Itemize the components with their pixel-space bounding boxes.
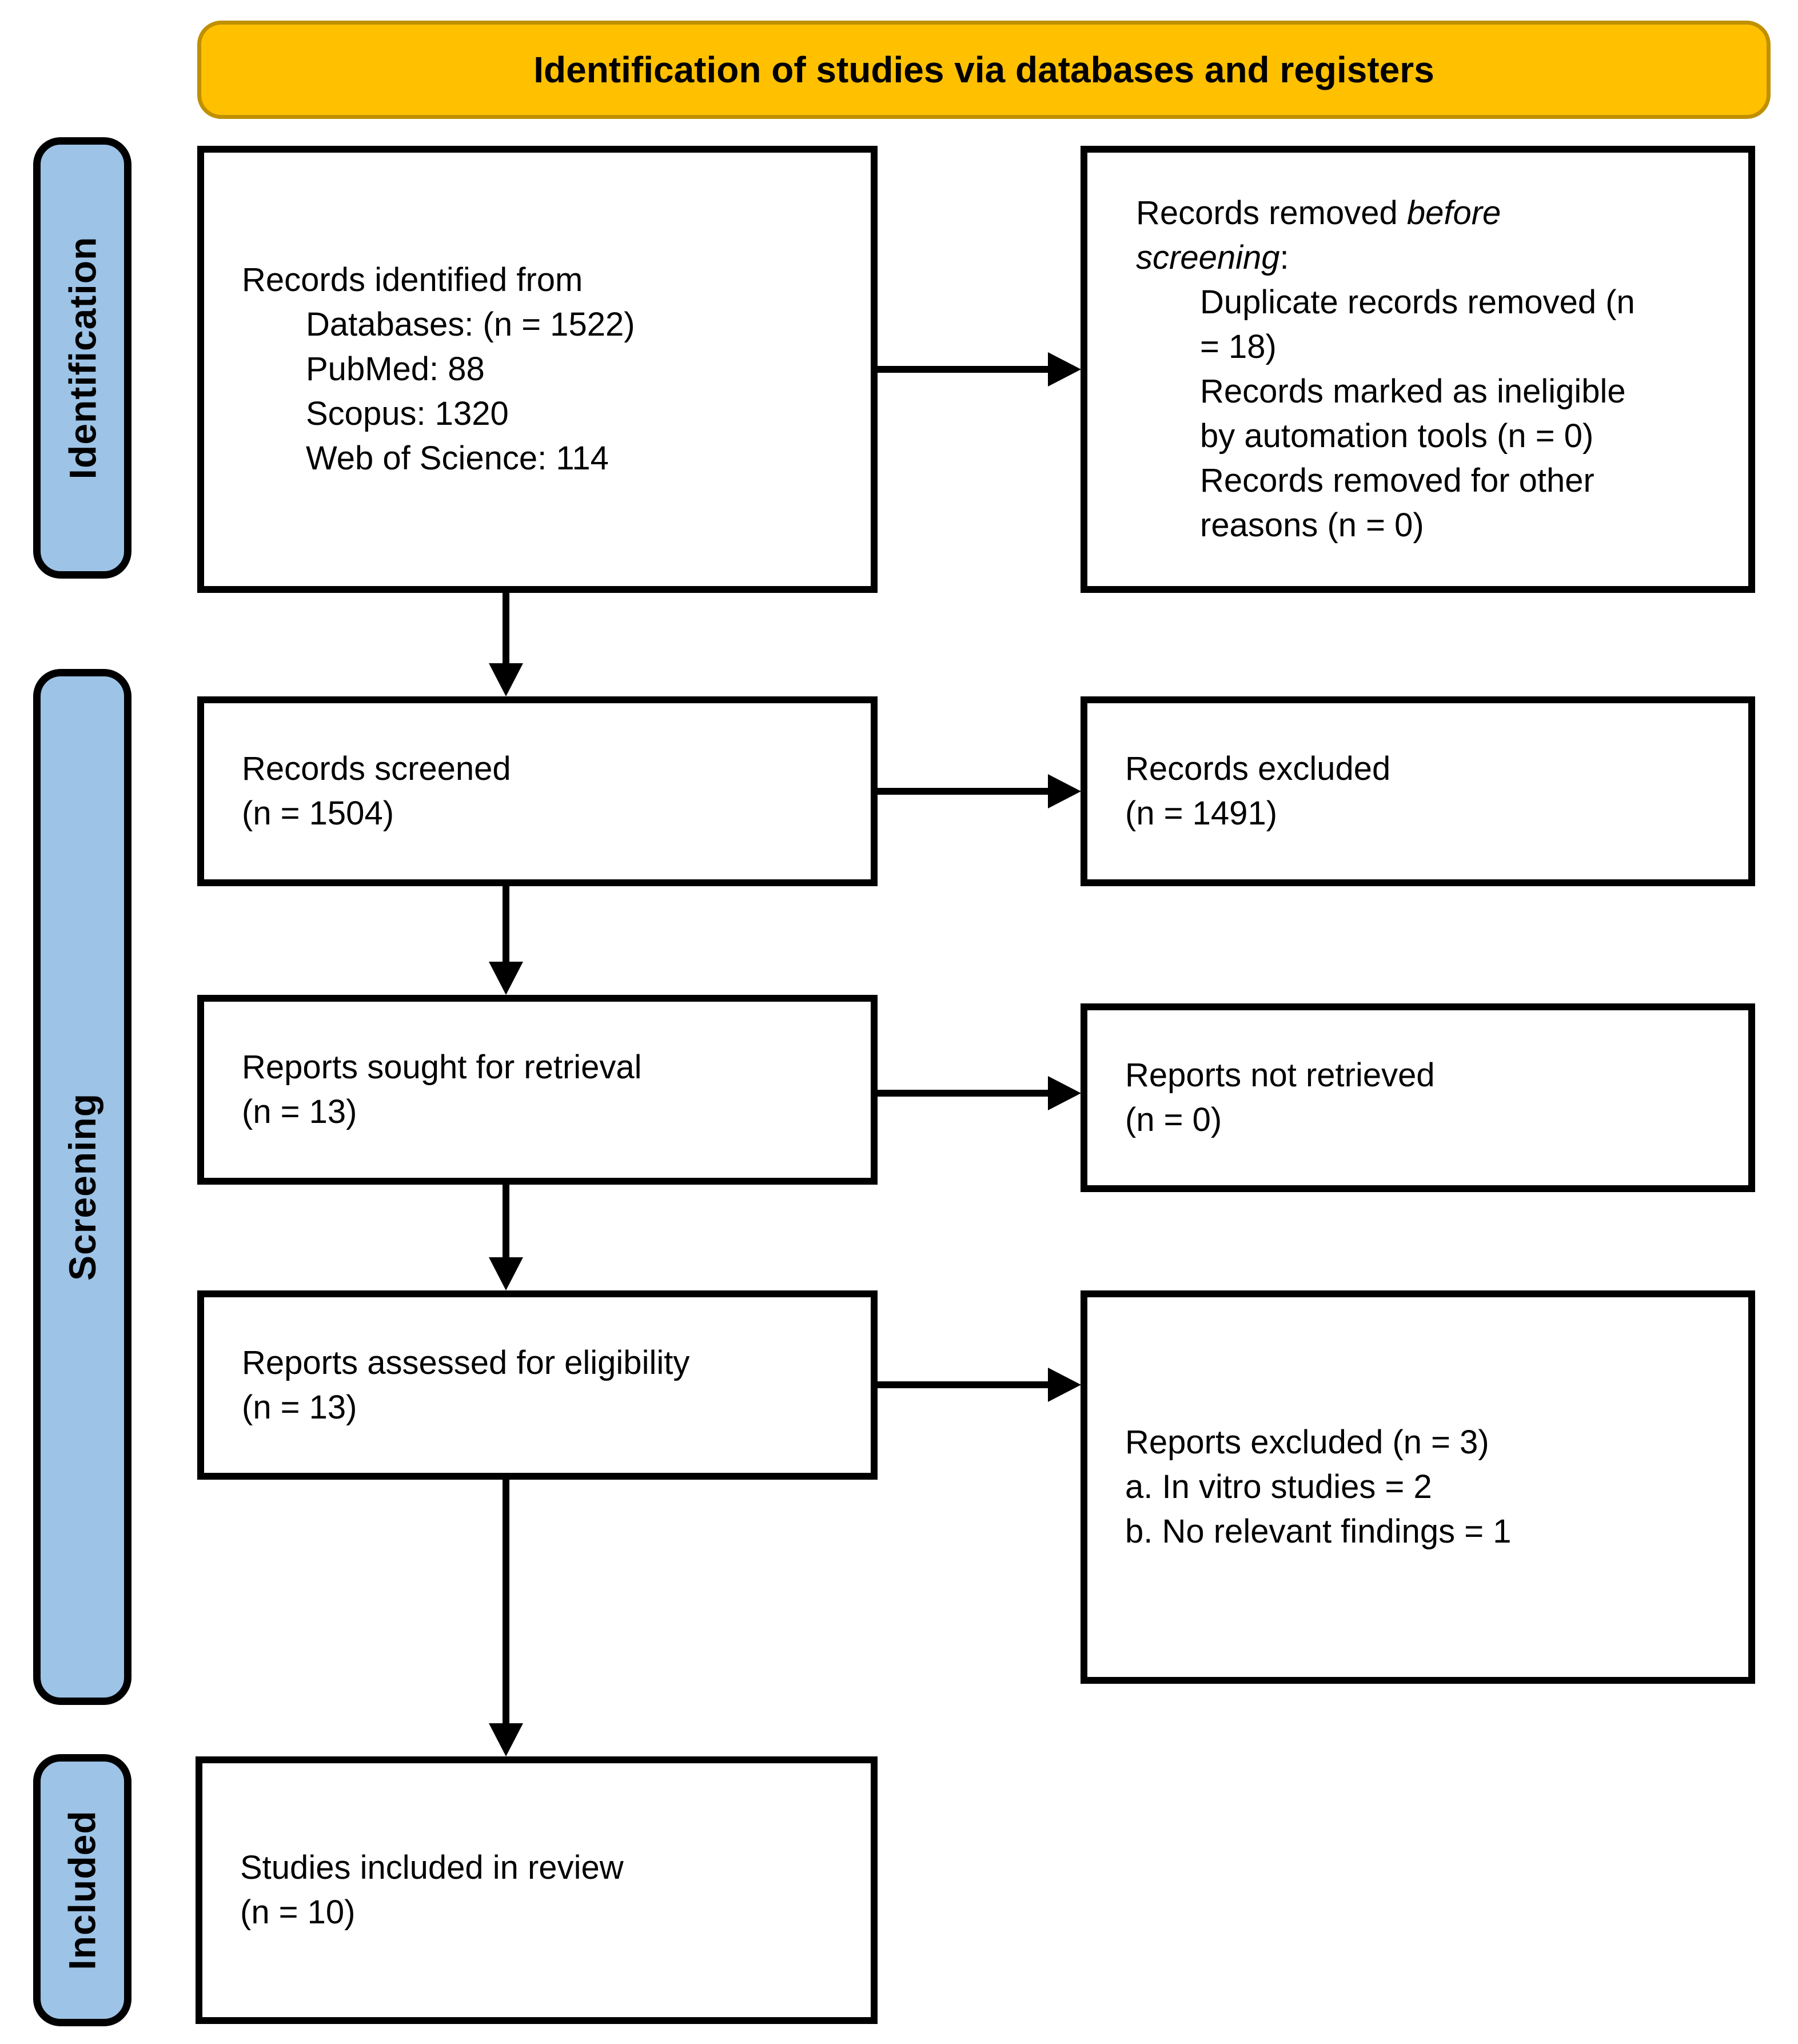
records-excluded-label: Records excluded xyxy=(1125,750,1391,787)
records-removed-other-1: Records removed for other xyxy=(1200,462,1594,499)
studies-included-count: (n = 10) xyxy=(240,1894,356,1931)
records-removed-italic-before: before xyxy=(1406,194,1501,232)
arrow-sought-to-not-retrieved-head xyxy=(1048,1076,1081,1110)
arrow-assessed-to-included-shaft xyxy=(503,1480,509,1724)
banner-title: Identification of studies via databases … xyxy=(533,49,1434,90)
reports-sought-count: (n = 13) xyxy=(242,1093,357,1130)
box-records-screened: Records screened (n = 1504) xyxy=(197,696,878,886)
reports-excluded-reason-a: a. In vitro studies = 2 xyxy=(1125,1468,1432,1505)
box-reports-excluded: Reports excluded (n = 3) a. In vitro stu… xyxy=(1081,1290,1755,1684)
arrow-screened-to-excluded-shaft xyxy=(878,788,1049,795)
records-removed-duplicates-1: Duplicate records removed (n xyxy=(1200,284,1635,321)
records-identified-line1: Records identified from xyxy=(242,261,583,298)
records-excluded-count: (n = 1491) xyxy=(1125,795,1278,832)
records-removed-intro-line1: Records removed before xyxy=(1136,194,1501,232)
arrow-screened-to-sought-head xyxy=(489,962,523,995)
records-screened-label: Records screened xyxy=(242,750,511,787)
reports-not-retrieved-count: (n = 0) xyxy=(1125,1101,1222,1138)
box-records-identified: Records identified from Databases: (n = … xyxy=(197,146,878,593)
reports-assessed-count: (n = 13) xyxy=(242,1388,357,1426)
records-removed-ineligible-2: by automation tools (n = 0) xyxy=(1200,417,1594,455)
records-identified-databases: Databases: (n = 1522) xyxy=(306,306,635,343)
arrow-sought-to-not-retrieved-shaft xyxy=(878,1090,1049,1097)
records-removed-italic-screening: screening xyxy=(1136,239,1280,276)
records-removed-intro-line2: screening: xyxy=(1136,239,1289,276)
reports-sought-label: Reports sought for retrieval xyxy=(242,1049,642,1086)
reports-excluded-reason-b: b. No relevant findings = 1 xyxy=(1125,1513,1512,1550)
box-records-excluded: Records excluded (n = 1491) xyxy=(1081,696,1755,886)
sidebar-included: Included xyxy=(33,1754,131,2026)
arrow-identified-to-screened-shaft xyxy=(503,593,509,664)
sidebar-screening: Screening xyxy=(33,669,131,1705)
reports-not-retrieved-label: Reports not retrieved xyxy=(1125,1057,1435,1094)
arrow-screened-to-sought-shaft xyxy=(503,886,509,963)
reports-excluded-title: Reports excluded (n = 3) xyxy=(1125,1424,1489,1461)
arrow-identified-to-removed-shaft xyxy=(878,366,1049,373)
box-reports-not-retrieved: Reports not retrieved (n = 0) xyxy=(1081,1003,1755,1192)
banner: Identification of studies via databases … xyxy=(197,21,1771,119)
box-reports-sought: Reports sought for retrieval (n = 13) xyxy=(197,995,878,1185)
studies-included-label: Studies included in review xyxy=(240,1849,624,1886)
arrow-screened-to-excluded-head xyxy=(1048,774,1081,808)
arrow-assessed-to-excluded-shaft xyxy=(878,1381,1049,1388)
box-studies-included: Studies included in review (n = 10) xyxy=(196,1756,878,2024)
records-screened-count: (n = 1504) xyxy=(242,795,394,832)
records-removed-duplicates-2: = 18) xyxy=(1200,328,1277,365)
arrow-sought-to-assessed-head xyxy=(489,1257,523,1290)
sidebar-identification-label: Identification xyxy=(61,236,104,480)
records-identified-pubmed: PubMed: 88 xyxy=(306,350,485,388)
reports-assessed-label: Reports assessed for eligibility xyxy=(242,1344,690,1381)
arrow-assessed-to-included-head xyxy=(489,1723,523,1756)
sidebar-included-label: Included xyxy=(61,1810,104,1970)
arrow-identified-to-screened-head xyxy=(489,663,523,696)
arrow-assessed-to-excluded-head xyxy=(1048,1368,1081,1402)
arrow-identified-to-removed-head xyxy=(1048,352,1081,387)
records-removed-other-2: reasons (n = 0) xyxy=(1200,507,1424,544)
sidebar-screening-label: Screening xyxy=(61,1093,104,1281)
records-removed-ineligible-1: Records marked as ineligible xyxy=(1200,373,1626,410)
box-records-removed: Records removed before screening: Duplic… xyxy=(1081,146,1755,593)
arrow-sought-to-assessed-shaft xyxy=(503,1185,509,1258)
records-identified-wos: Web of Science: 114 xyxy=(306,440,609,477)
records-identified-scopus: Scopus: 1320 xyxy=(306,395,509,432)
sidebar-identification: Identification xyxy=(33,137,131,579)
box-reports-assessed: Reports assessed for eligibility (n = 13… xyxy=(197,1290,878,1480)
